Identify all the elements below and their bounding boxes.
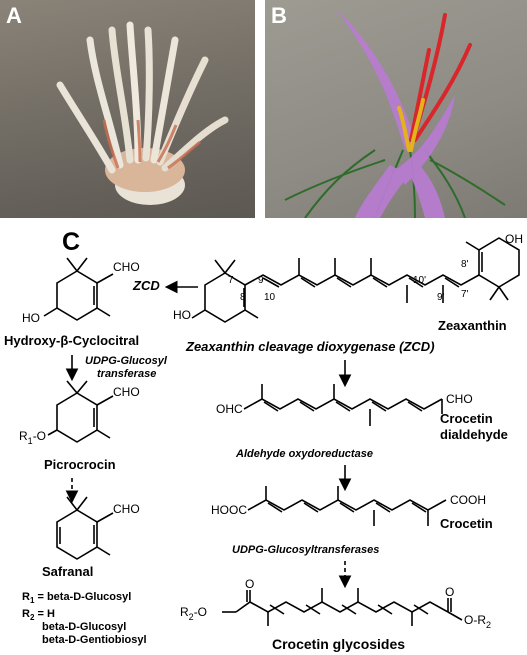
udpg-glucosyl-label-1: UDPG-Glucosyl	[85, 355, 168, 367]
position-10-prime: 10'	[413, 275, 426, 286]
photo-saffron-corm: A	[0, 0, 255, 218]
cyclocitral-cho-label: CHO	[113, 260, 140, 274]
r2-subscript: 2	[189, 612, 194, 622]
r2-letter: R	[180, 605, 189, 619]
zcd-enzyme-label: Zeaxanthin cleavage dioxygenase (ZCD)	[185, 339, 435, 354]
position-10: 10	[264, 292, 276, 303]
position-8: 8	[240, 292, 246, 303]
legend-r1-letter: R	[22, 591, 30, 603]
corm-illustration	[56, 21, 229, 205]
legend-r1-value: = beta-D-Glucosyl	[34, 591, 131, 603]
hydroxy-cyclocitral-structure	[43, 257, 114, 321]
udpg-glucosyl-label-2: transferase	[97, 368, 156, 380]
or2-text: O-R	[464, 613, 486, 627]
panel-letter-b: B	[271, 3, 287, 28]
legend-r2-option-2: beta-D-Gentiobiosyl	[42, 634, 147, 646]
legend-r1-sub: 1	[30, 596, 35, 605]
crocetin-dialdehyde-structure	[243, 384, 443, 426]
position-9: 9	[258, 275, 264, 286]
position-8-prime: 8'	[461, 259, 469, 270]
photo-saffron-flower: B	[265, 0, 527, 218]
position-7: 7	[228, 275, 234, 286]
glycosides-o-left: O	[245, 577, 254, 591]
cyclocitral-ho-label: HO	[22, 311, 40, 325]
zeaxanthin-ho-label: HO	[173, 308, 191, 322]
panel-letter-c: C	[62, 228, 81, 256]
r1-subscript: 1	[28, 436, 33, 446]
r1-o-bond: -O	[33, 429, 46, 443]
glycosides-or2-label: O-R2	[464, 613, 491, 630]
zcd-label: ZCD	[132, 278, 160, 293]
picrocrocin-label: Picrocrocin	[44, 457, 116, 472]
crocetin-cooh-label: COOH	[450, 493, 486, 507]
legend-r2-value: = H	[34, 608, 55, 620]
crocetin-hooc-label: HOOC	[211, 503, 247, 517]
crocetin-dialdehyde-label-1: Crocetin	[440, 411, 493, 426]
crocetin-label: Crocetin	[440, 516, 493, 531]
panel-letter-a: A	[6, 3, 22, 28]
legend-r1: R1 = beta-D-Glucosyl	[22, 591, 131, 605]
legend-r2: R2 = H	[22, 608, 55, 622]
r1-letter: R	[19, 429, 28, 443]
safranal-structure	[56, 496, 114, 560]
picrocrocin-structure	[47, 380, 114, 443]
legend-r2-option-1: beta-D-Glucosyl	[42, 621, 126, 633]
crocetin-dialdehyde-label-2: dialdehyde	[440, 427, 508, 442]
zeaxanthin-structure	[191, 237, 520, 323]
legend-r2-letter: R	[22, 608, 30, 620]
zeaxanthin-oh-label: OH	[505, 232, 523, 246]
position-7-prime: 7'	[461, 289, 469, 300]
r2-o-bond: -O	[194, 605, 207, 619]
dialdehyde-cho-label: CHO	[446, 392, 473, 406]
crocetin-glycosides-structure	[222, 588, 463, 626]
glycosides-r2o-label: R2-O	[180, 605, 207, 622]
crocetin-structure	[247, 486, 447, 526]
legend-r2-sub: 2	[30, 613, 35, 622]
udpg-glucosyltransferases-label: UDPG-Glucosyltransferases	[232, 544, 379, 556]
picrocrocin-r1o-label: R1-O	[19, 429, 46, 446]
position-9-prime: 9'	[437, 292, 445, 303]
safranal-cho-label: CHO	[113, 502, 140, 516]
dialdehyde-ohc-label: OHC	[216, 402, 243, 416]
glycosides-o-right: O	[445, 585, 454, 599]
picrocrocin-cho-label: CHO	[113, 385, 140, 399]
or2-subscript: 2	[486, 620, 491, 630]
aldehyde-oxydoreductase-label: Aldehyde oxydoreductase	[235, 448, 373, 460]
crocetin-glycosides-label: Crocetin glycosides	[272, 636, 405, 652]
flower-illustration	[284, 8, 506, 218]
safranal-label: Safranal	[42, 564, 93, 579]
zeaxanthin-label: Zeaxanthin	[438, 318, 507, 333]
hydroxy-cyclocitral-label: Hydroxy-β-Cyclocitral	[4, 333, 139, 348]
